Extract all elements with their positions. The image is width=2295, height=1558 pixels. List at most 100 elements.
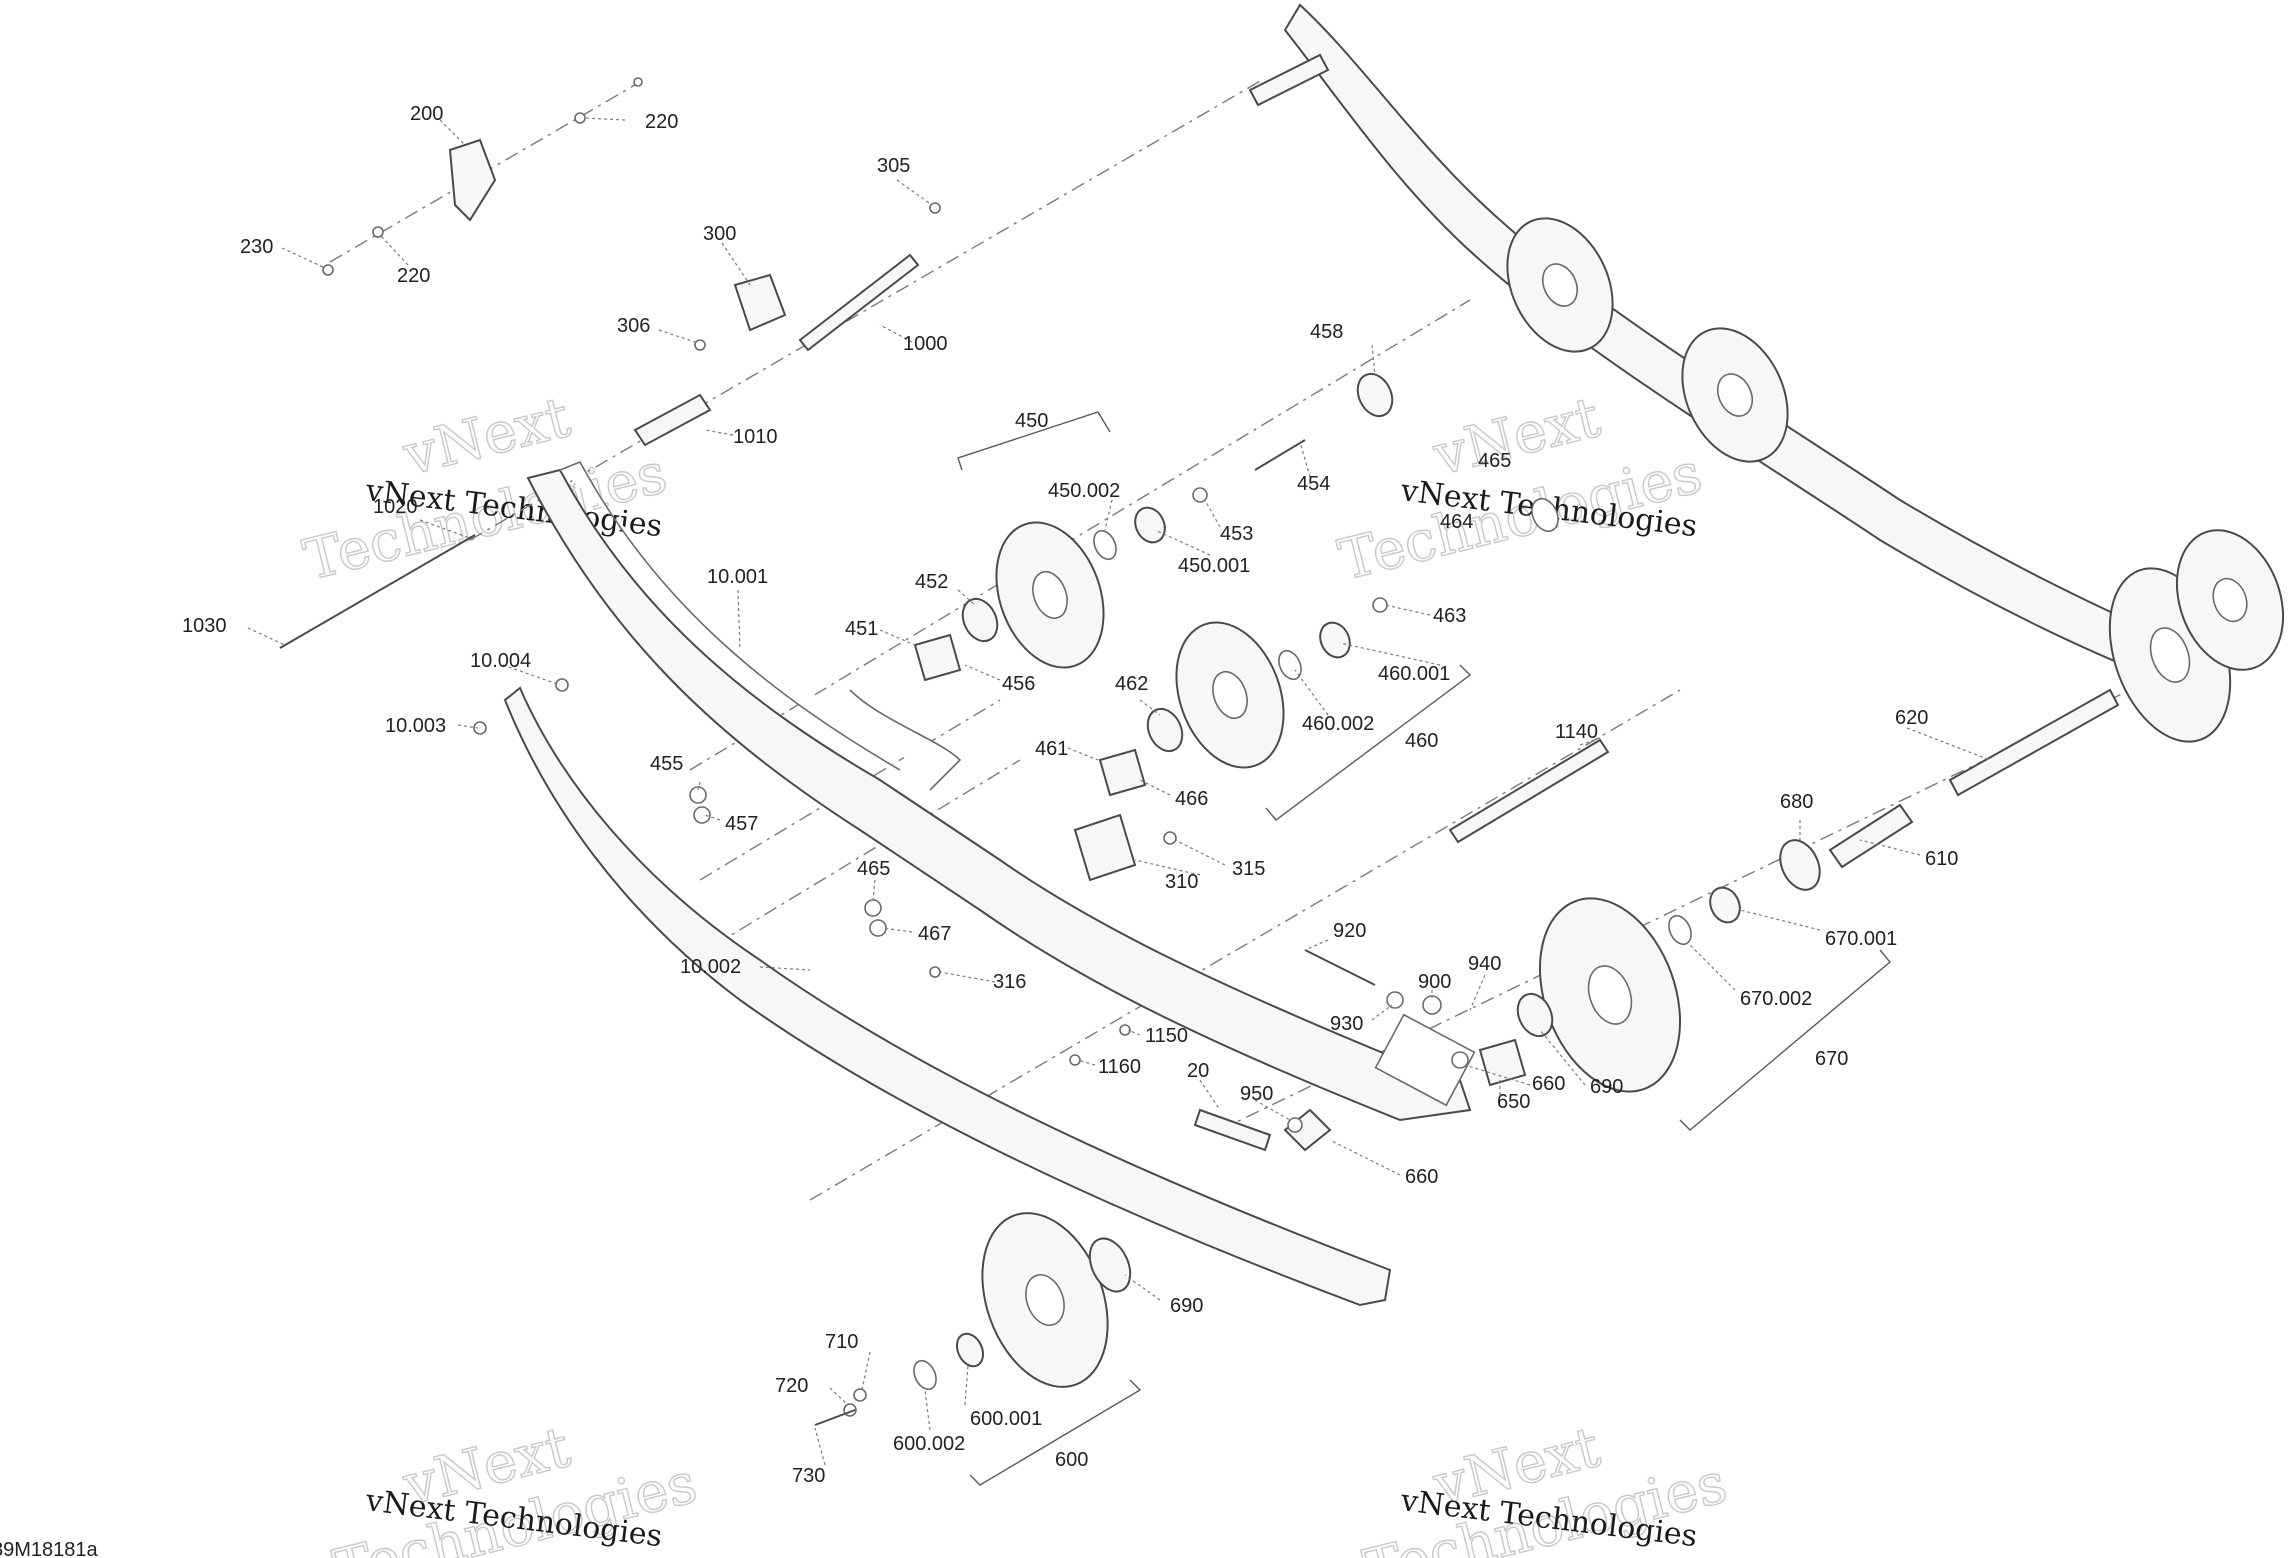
bracket-670 <box>1679 949 1891 1131</box>
washer-305 <box>929 202 941 214</box>
callout-10-003: 10.003 <box>385 715 446 737</box>
slide-strip <box>503 686 1392 1307</box>
axis-line <box>469 79 1263 541</box>
callout-460-002: 460.002 <box>1302 713 1374 735</box>
callout-660: 660 <box>1405 1166 1438 1188</box>
callout-670-002: 670.002 <box>1740 988 1812 1010</box>
left-rail <box>526 460 1476 1122</box>
axis-line <box>809 689 1681 1201</box>
callout-455: 455 <box>650 753 683 775</box>
callout-600: 600 <box>1055 1449 1088 1471</box>
callout-452: 452 <box>915 571 948 593</box>
axis-line <box>689 299 1471 771</box>
bearing-450-001 <box>1134 506 1166 544</box>
callout-1140: 1140 <box>1555 721 1598 743</box>
callout-10-004: 10.004 <box>470 650 531 672</box>
watermark-bottom-left: vNext Technologies vNext Technologies <box>327 1414 704 1558</box>
callout-1000: 1000 <box>903 333 948 355</box>
watermark-top-right: vNext Technologies vNext Technologies <box>1332 384 1709 594</box>
callout-670: 670 <box>1815 1048 1848 1070</box>
cap-200 <box>448 138 497 222</box>
callout-620: 620 <box>1895 707 1928 729</box>
bearing-458 <box>1356 372 1394 418</box>
callout-463: 463 <box>1433 605 1466 627</box>
callout-900: 900 <box>1418 971 1451 993</box>
spacer-930 <box>1386 991 1404 1009</box>
callout-920: 920 <box>1333 920 1366 942</box>
group-brackets <box>957 411 1891 1486</box>
axis-line <box>689 759 1021 961</box>
nut-950 <box>1287 1117 1303 1133</box>
ring-465 <box>1531 497 1559 533</box>
callout-453: 453 <box>1220 523 1253 545</box>
callout-465: 465 <box>857 858 890 880</box>
washer-690 <box>1516 992 1554 1038</box>
washer-462 <box>1146 707 1184 753</box>
wheel-upper-1 <box>1506 217 1614 353</box>
washer-690b <box>1088 1237 1132 1293</box>
callout-200: 200 <box>410 103 443 125</box>
rail-body <box>526 468 1472 1122</box>
spacer-710 <box>853 1388 867 1402</box>
wheel-600 <box>981 1212 1109 1388</box>
ring-670-002 <box>1668 914 1692 946</box>
bracket-600 <box>969 1379 1142 1486</box>
hub-451 <box>913 633 962 682</box>
nut-455 <box>689 786 707 804</box>
block-310 <box>1073 813 1137 882</box>
cap-660 <box>1283 1108 1332 1152</box>
wheel-670 <box>1538 897 1682 1093</box>
callout-680: 680 <box>1780 791 1813 813</box>
washer-315 <box>1163 831 1177 845</box>
callout-450-002: 450.002 <box>1048 480 1120 502</box>
callout-464: 464 <box>1440 511 1473 533</box>
wheel-460 <box>1175 621 1285 769</box>
callout-940: 940 <box>1468 953 1501 975</box>
callout-1020: 1020 <box>373 496 418 518</box>
callout-230: 230 <box>240 236 273 258</box>
pin-920 <box>1304 949 1376 986</box>
clip-900 <box>1422 995 1442 1015</box>
callout-950: 950 <box>1240 1083 1273 1105</box>
nut-465 <box>864 899 882 917</box>
callout-10-001: 10.001 <box>707 566 768 588</box>
callout-458: 458 <box>1310 321 1343 343</box>
callout-465: 465 <box>1478 450 1511 472</box>
shaft-1010 <box>633 393 712 447</box>
callout-labels: 200 220 220 230 305 300 306 1000 1010 10… <box>182 103 1958 1487</box>
slide-body <box>503 686 1392 1307</box>
shaft-610 <box>1828 803 1914 869</box>
callout-1160: 1160 <box>1098 1056 1141 1078</box>
block-300 <box>733 273 787 332</box>
callout-710: 710 <box>825 1331 858 1353</box>
callout-1150: 1150 <box>1145 1025 1188 1047</box>
callout-220: 220 <box>397 265 430 287</box>
cap-650 <box>1478 1038 1527 1087</box>
callout-10-002: 10.002 <box>680 956 741 978</box>
callout-220: 220 <box>645 111 678 133</box>
callout-461: 461 <box>1035 738 1068 760</box>
bolt-1150 <box>1119 1024 1131 1036</box>
callout-315: 315 <box>1232 858 1265 880</box>
callout-730: 730 <box>792 1465 825 1487</box>
nut-220 <box>633 77 643 87</box>
callout-316: 316 <box>993 971 1026 993</box>
callout-451: 451 <box>845 618 878 640</box>
leader-lines <box>247 117 1991 1466</box>
callout-460-001: 460.001 <box>1378 663 1450 685</box>
wheels <box>981 217 2285 1388</box>
bracket-460 <box>1265 664 1472 821</box>
nut-463 <box>1372 597 1388 613</box>
rail-end-plate <box>1374 1013 1476 1107</box>
nut-467 <box>869 919 887 937</box>
callout-460: 460 <box>1405 730 1438 752</box>
callout-930: 930 <box>1330 1013 1363 1035</box>
screw-10-003 <box>473 721 487 735</box>
shaft-top <box>1248 53 1330 107</box>
rail-bracket <box>849 689 962 791</box>
callout-720: 720 <box>775 1375 808 1397</box>
screw-316 <box>929 966 941 978</box>
callout-690: 690 <box>1170 1295 1203 1317</box>
callout-670-001: 670.001 <box>1825 928 1897 950</box>
